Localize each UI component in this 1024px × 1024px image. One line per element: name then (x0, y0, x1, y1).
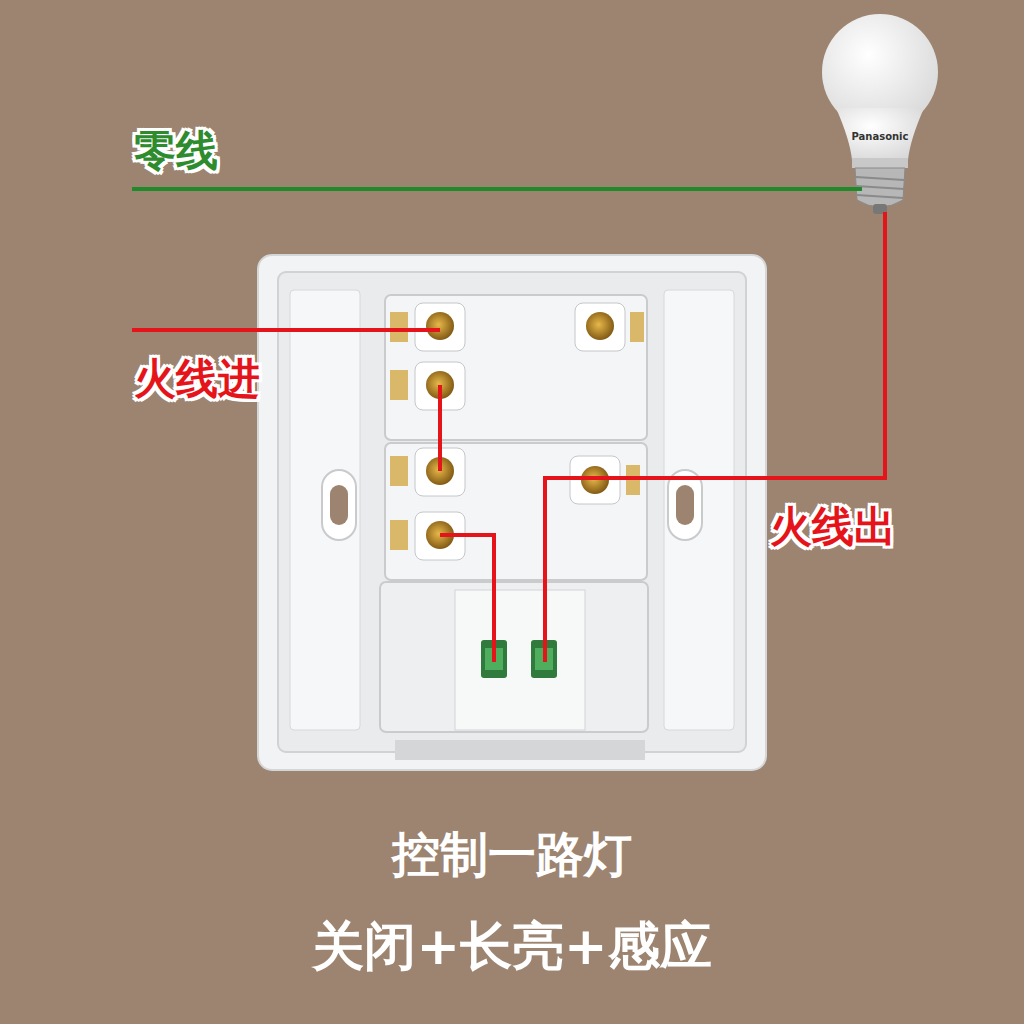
switch-plate (258, 255, 766, 770)
wire (132, 189, 885, 662)
wire-label: 火线出 (770, 504, 896, 550)
brand-text: Panasonic (852, 131, 909, 142)
diagram-caption: 关闭+长亮+感应 (312, 918, 711, 975)
switch-module (380, 295, 648, 760)
diagram-title: 控制一路灯 (392, 828, 632, 881)
wire-label: 火线进 (134, 356, 260, 402)
screw-terminal (390, 303, 644, 560)
light-bulb (822, 14, 938, 214)
wire-label: 零线 (134, 128, 218, 174)
